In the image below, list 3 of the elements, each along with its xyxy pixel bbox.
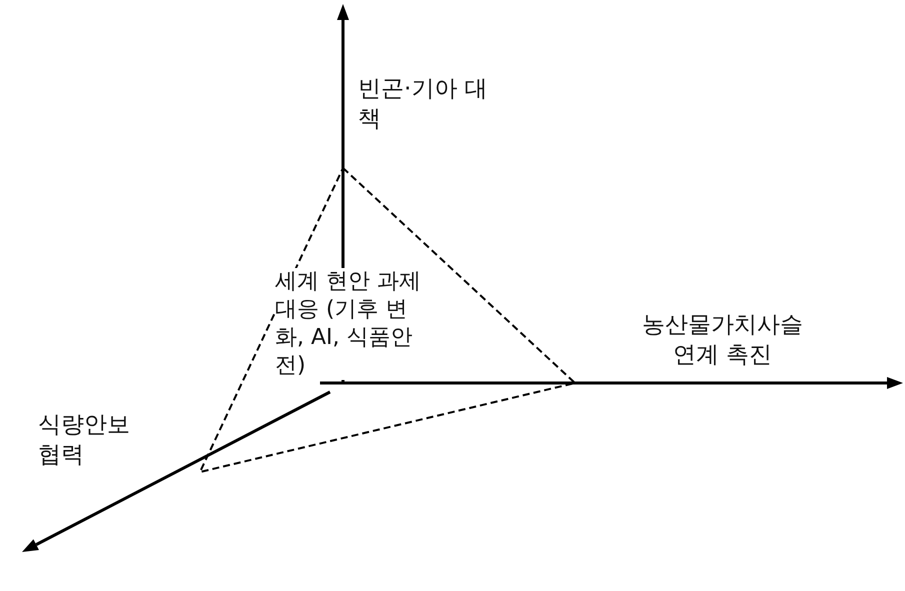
axis-label: 빈곤·기아 대책: [358, 75, 488, 134]
axis-label: 농산물가치사슬 연계 촉진: [641, 311, 804, 370]
axis-label: 식량안보 협력: [38, 411, 131, 470]
